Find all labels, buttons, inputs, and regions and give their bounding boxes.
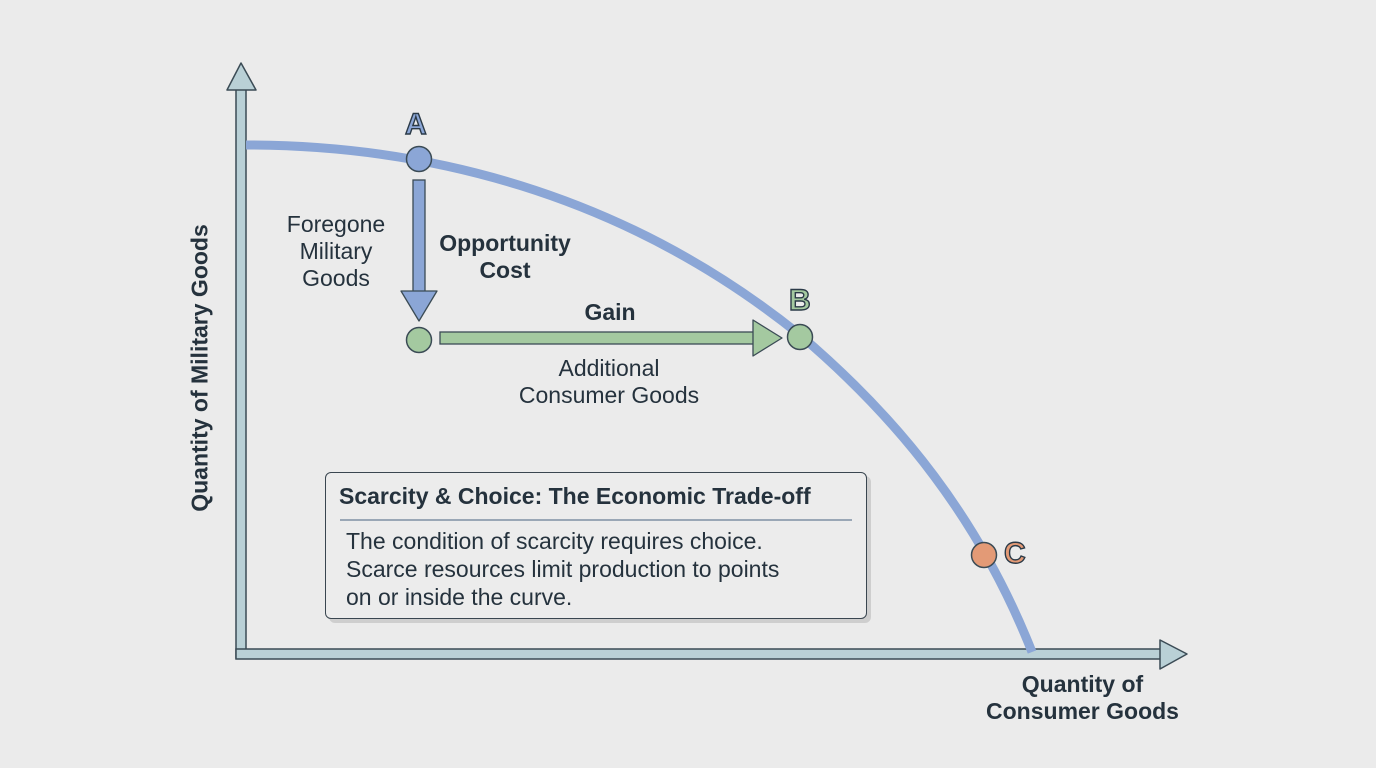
point-c-marker (970, 541, 998, 569)
opportunity-cost-line-1: Opportunity (439, 230, 571, 256)
point-c-label: C (1003, 537, 1026, 570)
point-a-marker (405, 145, 433, 173)
point-b-label: B (788, 284, 811, 317)
foregone-military-goods-label: Foregone Military Goods (276, 211, 396, 292)
opportunity-cost-arrow (400, 179, 438, 322)
gain-arrow (439, 319, 783, 357)
additional-consumer-goods-label: Additional Consumer Goods (500, 355, 718, 409)
point-b-marker (786, 323, 814, 351)
x-axis-label-line-1: Quantity of (1021, 671, 1144, 697)
info-body-line-2: Scarce resources limit production to poi… (346, 556, 780, 583)
x-axis-label: Quantity of Consumer Goods (980, 671, 1185, 725)
opportunity-cost-label: Opportunity Cost (434, 230, 576, 284)
info-body-line-3: on or inside the curve. (346, 584, 573, 611)
opportunity-cost-line-2: Cost (479, 257, 531, 284)
info-box-divider (340, 519, 852, 521)
ppf-curve (245, 140, 1037, 654)
gain-label: Gain (584, 299, 636, 325)
y-axis-label: Quantity of Military Goods (186, 224, 213, 512)
additional-line-2: Consumer Goods (518, 382, 700, 409)
foregone-line-1: Foregone (286, 211, 386, 237)
intermediate-point-marker (405, 326, 433, 354)
info-box-title: Scarcity & Choice: The Economic Trade-of… (339, 483, 811, 509)
foregone-line-2: Military (299, 238, 373, 265)
x-axis-label-line-2: Consumer Goods (986, 698, 1179, 725)
info-body-line-1: The condition of scarcity requires choic… (346, 528, 763, 554)
point-a-label: A (404, 108, 427, 141)
info-box: Scarcity & Choice: The Economic Trade-of… (325, 472, 867, 619)
y-axis-arrow (226, 62, 257, 659)
additional-line-1: Additional (558, 355, 660, 381)
x-axis-arrow (235, 639, 1188, 670)
info-box-body: The condition of scarcity requires choic… (346, 527, 779, 611)
foregone-line-3: Goods (302, 265, 370, 292)
